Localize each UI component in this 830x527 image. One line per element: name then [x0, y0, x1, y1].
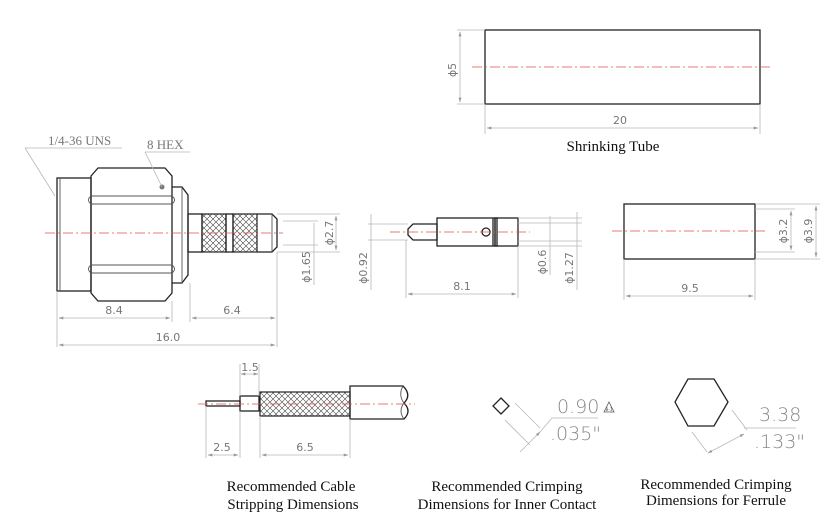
crimp-ferrule: 3.38 .133" Recommended Crimping Dimensio… — [640, 378, 805, 509]
crimp-inner-caption-line1: Recommended Crimping — [431, 479, 583, 495]
sma-connector: 1/4-36 UNS 8 HEX ϕ2.7 ϕ1.65 8.4 6.4 16.0 — [24, 133, 340, 347]
ferrule-body — [623, 203, 756, 260]
thread-leader — [24, 147, 56, 197]
crimp-ferrule-caption-line2: Dimensions for Ferrule — [646, 493, 786, 509]
thread-note: 1/4-36 UNS — [48, 133, 111, 148]
dielectric-length-label: 1.5 — [241, 361, 259, 374]
ferrule-id-label: ϕ3.2 — [777, 219, 790, 244]
hex-facet-curves — [88, 195, 175, 274]
jacket-break — [400, 385, 405, 420]
crimp-id-label: ϕ1.65 — [300, 251, 313, 283]
braid-length-label: 6.5 — [296, 441, 314, 454]
tube-length-label: 20 — [613, 114, 627, 127]
cable-stripping-caption-line1: Recommended Cable — [227, 479, 356, 495]
conductor-length-label: 2.5 — [213, 441, 231, 454]
tolerance-triangle-icon — [603, 401, 615, 413]
hex-note: 8 HEX — [147, 137, 184, 152]
crimp-inner-metric: 0.90 — [557, 396, 599, 418]
cable-jacket — [349, 385, 409, 420]
crimp-sleeve-tip — [257, 213, 278, 253]
crimp-ferrule-dimline — [707, 433, 745, 454]
crimp-inner-ext-2 — [504, 419, 531, 446]
crimp-inner-contact: 0.90 .035" B-1 Recommended Crimping Dime… — [418, 396, 615, 513]
crimp-inner-leader-2 — [539, 417, 553, 433]
crimp-inner-imperial: .035" — [550, 423, 601, 445]
square-crimp-icon — [492, 397, 510, 415]
crimp-inner-leader — [519, 431, 541, 453]
inner-contact: ϕ0.92 ϕ0.6 ϕ1.27 8.1 — [357, 212, 582, 298]
shrinking-tube-caption: Shrinking Tube — [567, 139, 660, 155]
ferrule: ϕ3.2 ϕ3.9 9.5 — [612, 203, 820, 300]
crimp-ferrule-imperial: .133" — [754, 431, 805, 453]
tolerance-badge: B-1 — [606, 407, 613, 412]
cable-stripping-caption-line2: Stripping Dimensions — [227, 497, 358, 513]
crimp-inner-caption-line2: Dimensions for Inner Contact — [418, 497, 598, 513]
dielectric — [239, 395, 260, 412]
contact-od-label: ϕ1.27 — [563, 252, 576, 284]
crimp-ferrule-ext-2 — [691, 431, 708, 453]
hex-leader — [144, 151, 163, 188]
center-conductor — [205, 400, 241, 407]
contact-barrel — [436, 217, 498, 247]
hexagon-crimp-icon — [674, 378, 729, 427]
cable-stripping: 1.5 2.5 6.5 Recommended Cable Stripping … — [198, 361, 415, 513]
crimp-ferrule-ext-1 — [731, 409, 748, 431]
crimp-od-label: ϕ2.7 — [323, 221, 336, 246]
rear-length-label: 6.4 — [223, 304, 241, 317]
crimp-ferrule-metric: 3.38 — [759, 404, 801, 426]
hex-nut — [90, 167, 173, 302]
ferrule-length-label: 9.5 — [681, 282, 699, 295]
crimp-ferrule-caption-line1: Recommended Crimping — [640, 477, 792, 493]
contact-length-label: 8.1 — [453, 280, 471, 293]
shrinking-tube: ϕ5 20 Shrinking Tube — [446, 29, 772, 155]
total-length-label: 16.0 — [156, 331, 181, 344]
crimp-inner-ext-1 — [514, 402, 541, 429]
coupling-nut-front — [56, 177, 92, 292]
ferrule-od-label: ϕ3.9 — [802, 219, 815, 244]
tube-diameter-label: ϕ5 — [446, 63, 459, 77]
pin-diameter-label: ϕ0.92 — [357, 252, 370, 284]
front-length-label: 8.4 — [105, 304, 123, 317]
bore-label: ϕ0.6 — [536, 250, 549, 275]
hex-facets — [91, 195, 172, 274]
